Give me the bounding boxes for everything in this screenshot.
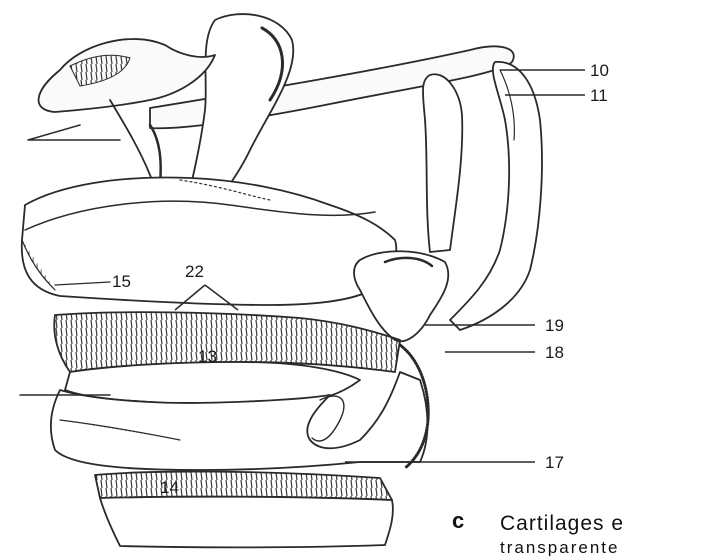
posterior-column <box>450 62 542 330</box>
trachea-ring-2 <box>100 497 393 548</box>
label-14: 14 <box>160 478 179 497</box>
leader-line-top-left <box>28 125 120 140</box>
label-11: 11 <box>590 86 608 105</box>
label-19: 19 <box>545 316 564 335</box>
label-22: 22 <box>185 262 204 281</box>
caption-line-1: Cartilages e <box>500 512 624 535</box>
figure-caption: c Cartilages e transparente <box>452 508 624 556</box>
arytenoid-cartilage <box>354 251 448 341</box>
label-17: 17 <box>545 453 564 472</box>
caption-letter: c <box>452 508 464 533</box>
trachea-ring-1 <box>95 472 392 500</box>
label-18: 18 <box>545 343 564 362</box>
caption-line-2: transparente <box>500 538 619 556</box>
illustration-drawing <box>20 14 542 547</box>
thyroid-lamina <box>22 177 397 305</box>
label-13: 13 <box>198 347 217 366</box>
label-10: 10 <box>590 61 609 80</box>
label-15: 15 <box>112 272 131 291</box>
superior-horn <box>423 74 462 252</box>
